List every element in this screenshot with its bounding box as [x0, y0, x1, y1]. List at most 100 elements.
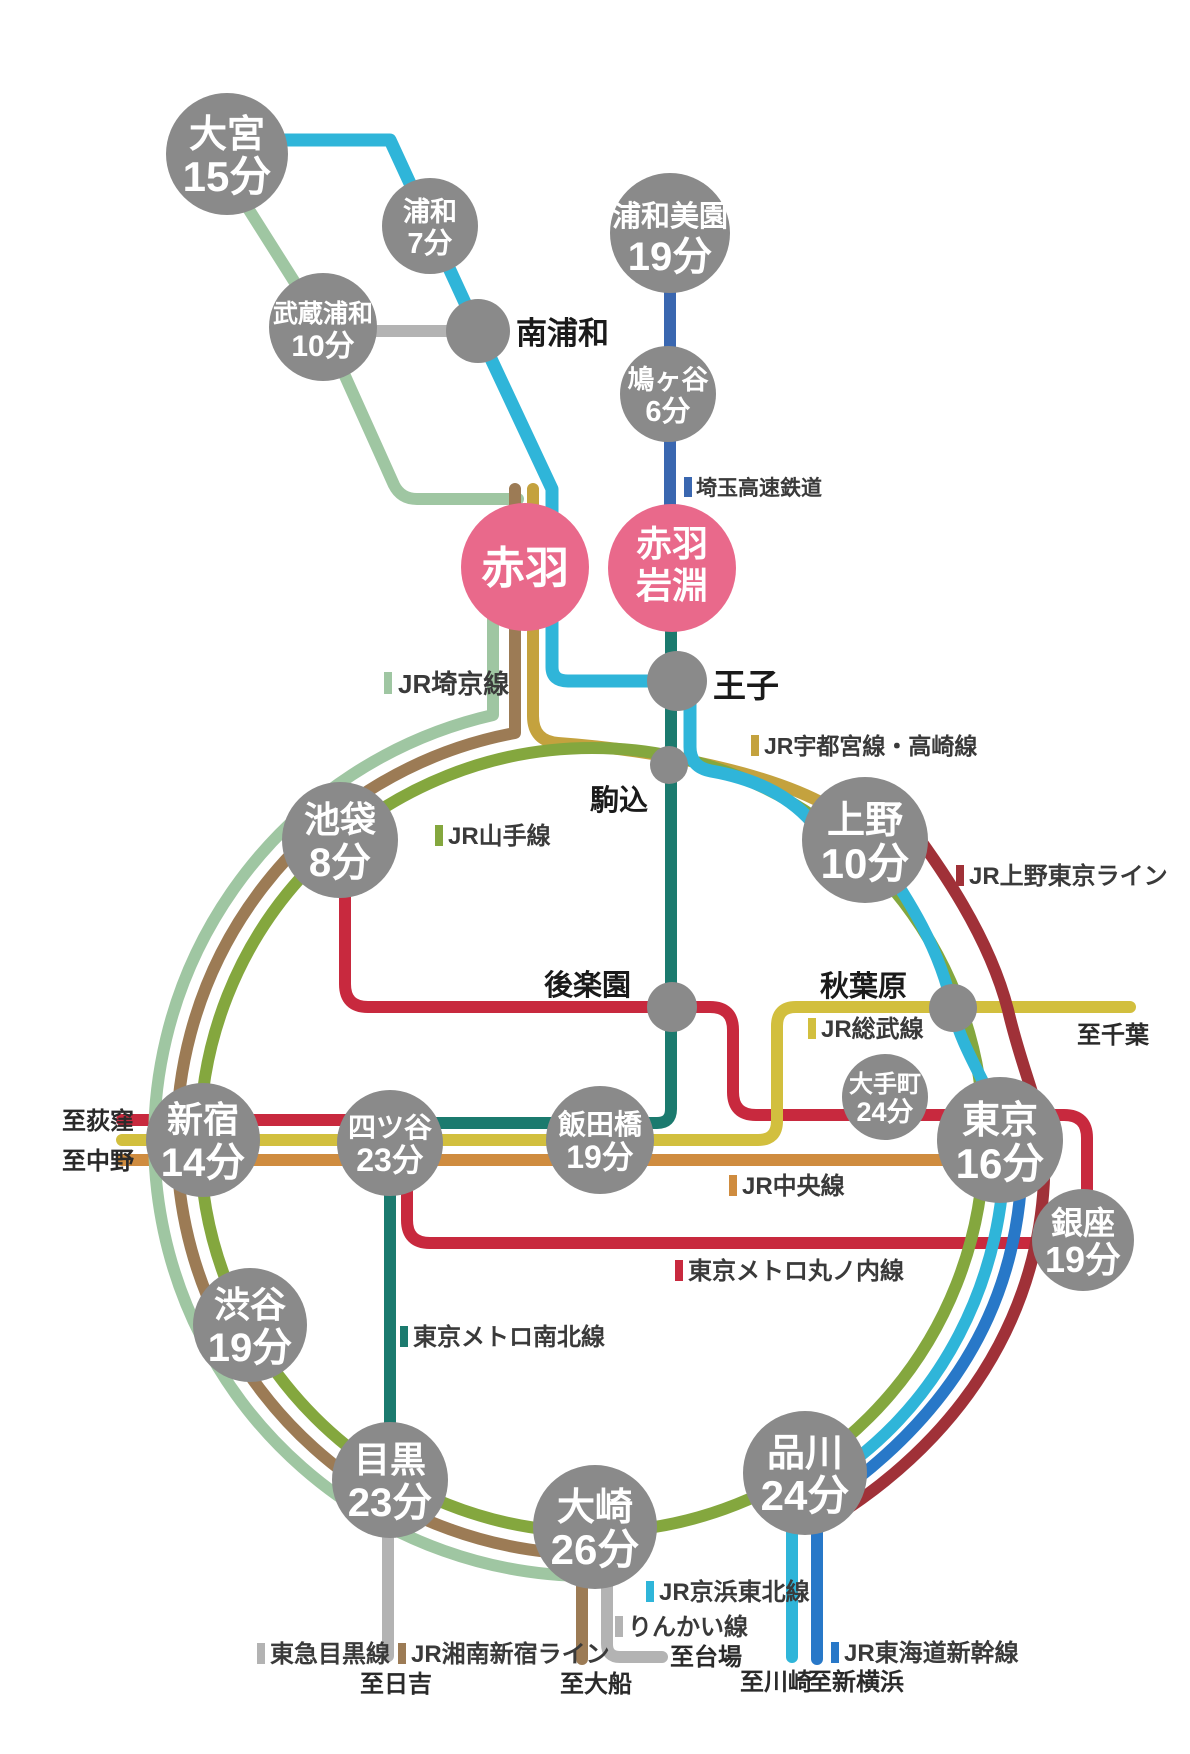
line-label-text-namboku: 東京メトロ南北線: [413, 1323, 605, 1351]
station-circle-yotsuya: 四ツ谷 23分: [337, 1090, 443, 1196]
dest-label-odaiba: 至台場: [670, 1643, 742, 1671]
station-name-iidabashi: 飯田橋: [558, 1108, 643, 1140]
rinkai-color-tick-icon: [615, 1616, 623, 1637]
line-label-text-yamanote: JR山手線: [448, 822, 551, 850]
line-label-text-keihin-tohoku: JR京浜東北線: [659, 1578, 810, 1606]
line-marunouchi: [116, 842, 1093, 1249]
saitama-kosoku-color-tick-icon: [684, 477, 692, 497]
station-time-osaki: 26分: [551, 1526, 640, 1573]
junction-label-korakuen: 後楽園: [544, 969, 631, 1002]
line-label-text-utsunomiya-takasaki: JR宇都宮線・高崎線: [764, 733, 977, 759]
line-rinkai: [601, 1516, 668, 1663]
station-circle-urawa-misono: 浦和美園 19分: [610, 173, 730, 293]
tokaido-shinkansen-color-tick-icon: [831, 1642, 839, 1663]
station-name-tokyo: 東京: [962, 1100, 1038, 1142]
saikyo-color-tick-icon: [384, 672, 392, 694]
station-circle-iidabashi: 飯田橋 19分: [546, 1086, 654, 1194]
line-label-yamanote: JR山手線: [435, 822, 551, 850]
line-label-tokyu-meguro: 東急目黒線: [257, 1640, 390, 1668]
line-label-text-saitama-kosoku: 埼玉高速鉄道: [696, 476, 822, 500]
station-name-akabane: 赤羽: [481, 544, 569, 593]
station-circle-shibuya: 渋谷 19分: [193, 1268, 307, 1382]
keihin-tohoku-color-tick-icon: [646, 1581, 654, 1602]
line-label-saitama-kosoku: 埼玉高速鉄道: [684, 476, 822, 500]
station-name-meguro: 目黒: [354, 1439, 426, 1480]
dest-label-shin-yokohama: 至新横浜: [808, 1668, 904, 1696]
line-label-saikyo: JR埼京線: [384, 669, 509, 699]
junction-dot-oji: [647, 651, 707, 711]
station-circle-osaki: 大崎 26分: [533, 1465, 657, 1589]
station-circle-urawa: 浦和 7分: [382, 178, 478, 274]
station-circle-akabane: 赤羽: [461, 503, 589, 631]
dest-label-hiyoshi: 至日吉: [360, 1671, 432, 1698]
station-circle-ginza: 銀座 19分: [1032, 1189, 1134, 1291]
station-time-meguro: 23分: [348, 1481, 433, 1525]
namboku-color-tick-icon: [400, 1326, 408, 1347]
line-label-tokaido-shinkansen: JR東海道新幹線: [831, 1639, 1019, 1667]
line-label-chuo: JR中央線: [729, 1172, 845, 1200]
station-circle-hatogaya: 鳩ヶ谷 6分: [620, 346, 716, 442]
line-label-text-shonan-shinjuku: JR湘南新宿ライン: [411, 1640, 610, 1668]
station-time-ikebukuro: 8分: [309, 841, 371, 885]
line-label-sobu: JR総武線: [808, 1015, 924, 1043]
station-time-otemachi: 24分: [856, 1097, 913, 1127]
line-label-keihin-tohoku: JR京浜東北線: [646, 1578, 810, 1606]
line-sobu: [116, 1001, 1136, 1146]
line-label-utsunomiya-takasaki: JR宇都宮線・高崎線: [751, 733, 977, 759]
junction-label-komagome: 駒込: [590, 784, 648, 817]
tokyu-meguro-color-tick-icon: [257, 1643, 265, 1664]
junction-dot-korakuen: [647, 982, 697, 1032]
station-name-akabane-iwabuchi-1: 赤羽: [636, 523, 708, 564]
ueno-tokyo-color-tick-icon: [956, 865, 964, 886]
line-label-text-sobu: JR総武線: [821, 1015, 924, 1043]
station-name-urawa: 浦和: [403, 196, 457, 227]
line-label-text-saikyo: JR埼京線: [398, 669, 509, 699]
station-time-ueno: 10分: [821, 840, 910, 887]
station-name-otemachi: 大手町: [849, 1070, 921, 1098]
station-name-ikebukuro: 池袋: [304, 799, 376, 840]
station-circle-otemachi: 大手町 24分: [842, 1054, 928, 1140]
station-circle-meguro: 目黒 23分: [332, 1422, 448, 1538]
station-time-ginza: 19分: [1045, 1239, 1121, 1280]
station-circle-shinjuku: 新宿 14分: [146, 1083, 260, 1197]
station-time-omiya: 15分: [183, 153, 272, 200]
station-name-yotsuya: 四ツ谷: [348, 1112, 433, 1143]
station-name-urawa-misono: 浦和美園: [612, 200, 728, 233]
line-label-text-marunouchi: 東京メトロ丸ノ内線: [688, 1257, 904, 1285]
station-name-ueno: 上野: [827, 800, 903, 842]
dest-label-ofuna: 至大船: [560, 1670, 632, 1698]
line-label-text-ueno-tokyo: JR上野東京ライン: [969, 862, 1168, 890]
line-label-text-chuo: JR中央線: [742, 1172, 845, 1200]
line-label-text-rinkai: りんかい線: [628, 1613, 748, 1641]
station-name-shibuya: 渋谷: [214, 1284, 286, 1325]
station-circle-omiya: 大宮 15分: [166, 93, 288, 215]
sobu-color-tick-icon: [808, 1018, 816, 1039]
junction-dot-minami-urawa: [446, 299, 510, 363]
station-name-omiya: 大宮: [189, 114, 265, 156]
station-name-musashi-urawa: 武蔵浦和: [273, 299, 373, 328]
line-label-rinkai: りんかい線: [615, 1613, 748, 1641]
dest-label-nakano: 至中野: [62, 1148, 134, 1175]
line-label-namboku: 東京メトロ南北線: [400, 1323, 605, 1351]
dest-label-ogikubo: 至荻窪: [62, 1107, 134, 1135]
chuo-color-tick-icon: [729, 1175, 737, 1196]
station-time-urawa-misono: 19分: [628, 235, 713, 279]
utsunomiya-takasaki-color-tick-icon: [751, 735, 759, 756]
station-name-shinagawa: 品川: [767, 1433, 843, 1475]
station-time-tokyo: 16分: [956, 1140, 1045, 1187]
station-time-shinjuku: 14分: [161, 1141, 246, 1185]
station-name-osaki: 大崎: [557, 1487, 633, 1529]
line-label-ueno-tokyo: JR上野東京ライン: [956, 862, 1168, 890]
junction-dot-akihabara: [929, 984, 977, 1032]
station-circle-shinagawa: 品川 24分: [743, 1411, 867, 1535]
marunouchi-color-tick-icon: [675, 1260, 683, 1281]
line-label-shonan-shinjuku: JR湘南新宿ライン: [398, 1640, 610, 1668]
dest-label-kawasaki: 至川崎: [740, 1669, 812, 1696]
line-label-text-tokaido-shinkansen: JR東海道新幹線: [844, 1639, 1019, 1667]
station-time-urawa: 7分: [407, 227, 452, 260]
station-time-shibuya: 19分: [208, 1326, 293, 1370]
shonan-shinjuku-color-tick-icon: [398, 1643, 406, 1664]
station-time-iidabashi: 19分: [566, 1139, 634, 1175]
station-circle-ikebukuro: 池袋 8分: [282, 782, 398, 898]
